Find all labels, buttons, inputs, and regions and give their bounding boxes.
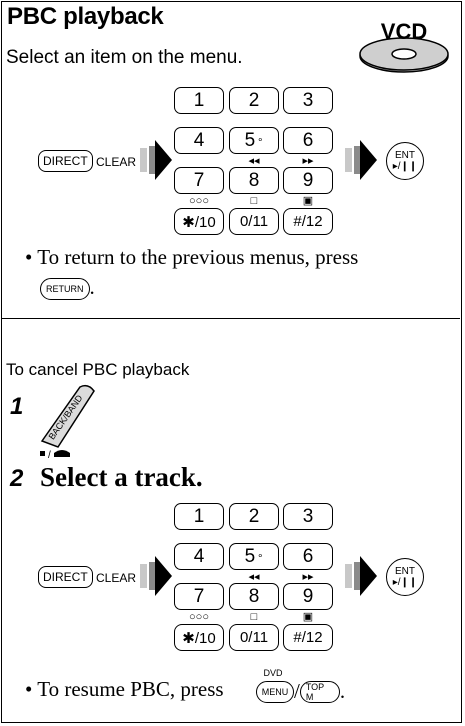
key-9[interactable]: 9: [283, 583, 333, 610]
key-11[interactable]: 0/11: [229, 208, 279, 235]
slash: /: [294, 679, 300, 703]
fast-forward-icon: ▸▸: [302, 155, 314, 167]
bullet-return: • To return to the previous menus, press: [25, 245, 359, 269]
key-3[interactable]: 3: [283, 503, 333, 530]
key-5[interactable]: 5∘: [229, 127, 279, 154]
arrow-right-icon: [140, 140, 172, 180]
bullet-return-text: To return to the previous menus, press: [37, 245, 359, 269]
dvd-label: DVD: [263, 668, 283, 678]
clear-label: CLEAR: [96, 155, 137, 169]
key-5-dot: ∘: [257, 135, 264, 146]
ent-button[interactable]: ENT ▸/❙❙: [386, 142, 424, 180]
key-5[interactable]: 5∘: [229, 543, 279, 570]
subtitle-icon: □: [250, 195, 258, 207]
vcd-label: VCD: [381, 19, 427, 44]
svg-text:/: /: [48, 450, 51, 461]
ent-label: ENT: [395, 150, 415, 161]
arrow-right-icon: [345, 140, 377, 180]
bullet-resume: • To resume PBC, press: [25, 677, 224, 701]
rewind-icon: ◂◂: [248, 155, 260, 167]
key-10[interactable]: ✱/10: [174, 624, 224, 651]
rewind-icon: ◂◂: [248, 571, 260, 583]
key-3[interactable]: 3: [283, 87, 333, 114]
key-4[interactable]: 4: [174, 543, 224, 570]
key-12[interactable]: #/12: [283, 624, 333, 651]
key-10[interactable]: ✱/10: [174, 208, 224, 235]
top-menu-button[interactable]: TOP M: [299, 680, 340, 703]
angle-icon: ▣: [302, 195, 314, 207]
bullet-return-line2: RETURN.: [40, 275, 95, 301]
key-5-dot: ∘: [257, 551, 264, 562]
key-8[interactable]: 8: [229, 583, 279, 610]
menu-button[interactable]: MENU: [256, 680, 294, 703]
key-2[interactable]: 2: [229, 503, 279, 530]
direct-button[interactable]: DIRECT: [38, 566, 93, 588]
audio-icon: ○○○: [189, 611, 209, 623]
fast-forward-icon: ▸▸: [302, 571, 314, 583]
resume-buttons: MENU/TOP M.: [256, 679, 345, 704]
divider: [2, 318, 460, 319]
key-2[interactable]: 2: [229, 87, 279, 114]
key-7[interactable]: 7: [174, 583, 224, 610]
key-6[interactable]: 6: [283, 543, 333, 570]
subtitle-icon: □: [250, 611, 258, 623]
key-6[interactable]: 6: [283, 127, 333, 154]
back-band-button-icon[interactable]: BACK/BAND /: [28, 381, 98, 461]
arrow-right-icon: [140, 556, 172, 596]
play-pause-icon: ▸/❙❙: [392, 161, 418, 172]
bullet-resume-text: To resume PBC, press: [37, 677, 224, 701]
key-1[interactable]: 1: [174, 87, 224, 114]
step-1-number: 1: [10, 393, 24, 420]
return-button[interactable]: RETURN: [40, 278, 90, 301]
page-title: PBC playback: [7, 3, 164, 30]
ent-button[interactable]: ENT ▸/❙❙: [386, 558, 424, 596]
key-8[interactable]: 8: [229, 167, 279, 194]
vcd-disc-icon: VCD: [359, 19, 449, 73]
page-subtitle: Select an item on the menu.: [6, 47, 243, 68]
angle-icon: ▣: [302, 611, 314, 623]
step-2-number: 2: [10, 465, 24, 492]
key-7[interactable]: 7: [174, 167, 224, 194]
arrow-right-icon: [345, 556, 377, 596]
cancel-heading: To cancel PBC playback: [6, 360, 190, 379]
audio-icon: ○○○: [189, 195, 209, 207]
ent-label: ENT: [395, 566, 415, 577]
step-2-text: Select a track.: [40, 462, 203, 492]
key-4[interactable]: 4: [174, 127, 224, 154]
key-1[interactable]: 1: [174, 503, 224, 530]
key-9[interactable]: 9: [283, 167, 333, 194]
clear-label: CLEAR: [96, 571, 137, 585]
play-pause-icon: ▸/❙❙: [392, 577, 418, 588]
direct-button[interactable]: DIRECT: [38, 150, 93, 172]
key-11[interactable]: 0/11: [229, 624, 279, 651]
key-12[interactable]: #/12: [283, 208, 333, 235]
